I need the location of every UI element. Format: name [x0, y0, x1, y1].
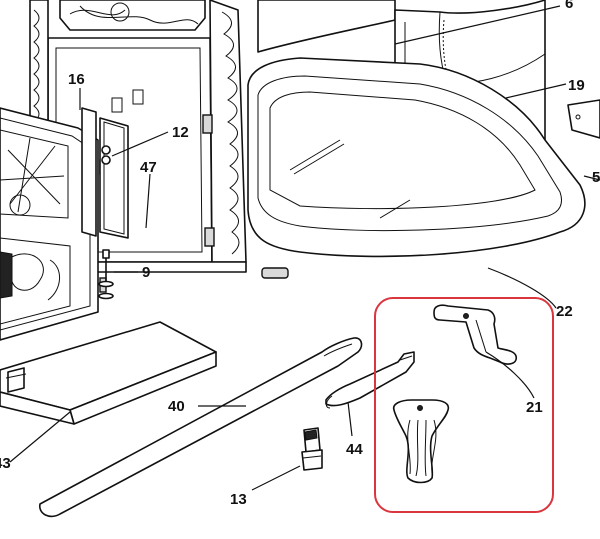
bolt-washer	[98, 249, 114, 300]
label-5: 5	[592, 169, 600, 186]
highlight-box	[374, 297, 554, 513]
knob-part	[301, 427, 323, 471]
label-16: 16	[68, 71, 85, 88]
poker-tool	[39, 337, 363, 518]
label-43: 43	[0, 455, 11, 472]
label-44: 44	[346, 441, 363, 458]
label-9: 9	[142, 264, 150, 281]
callout-labels: 6 16 12 47 19 9 22 21 40 44 13 43 5	[0, 0, 600, 508]
glass-panel	[81, 107, 129, 239]
scraper-tool	[325, 351, 415, 409]
leader-lines	[9, 5, 600, 491]
label-6: 6	[565, 0, 573, 12]
label-12: 12	[172, 124, 189, 141]
label-13: 13	[230, 491, 247, 508]
base-tray	[247, 57, 586, 279]
leg-bracket	[433, 304, 518, 365]
ash-pan	[0, 321, 217, 425]
label-19: 19	[568, 77, 585, 94]
label-22: 22	[556, 303, 573, 320]
label-47: 47	[140, 159, 157, 176]
front-door	[0, 107, 107, 341]
label-40: 40	[168, 398, 185, 415]
label-21: 21	[526, 399, 543, 416]
side-plate	[567, 99, 600, 139]
leg-foot	[392, 399, 450, 484]
